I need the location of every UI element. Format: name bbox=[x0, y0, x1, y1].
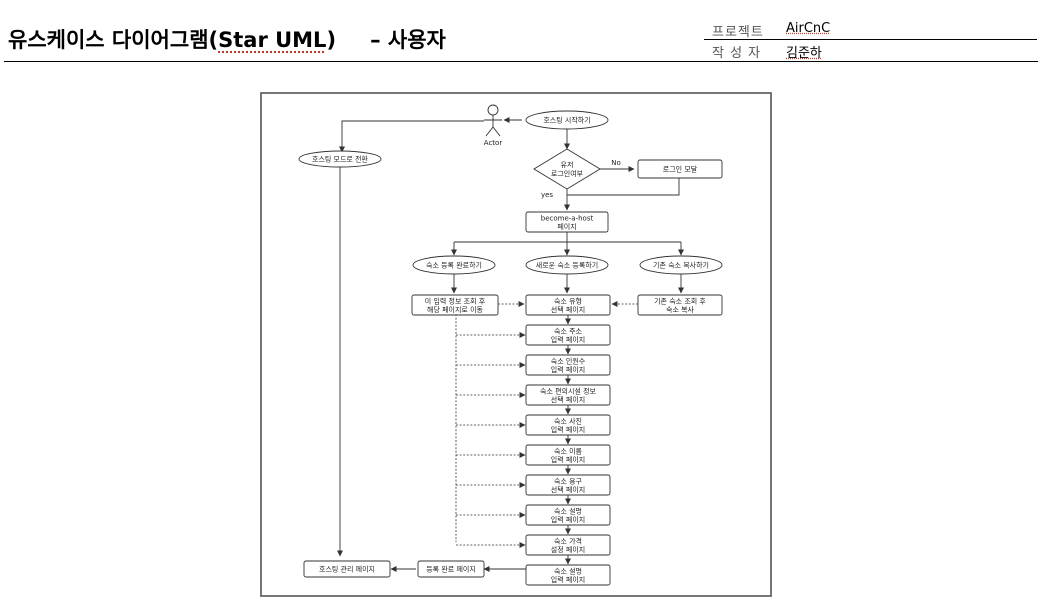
branch-copy-node bbox=[639, 255, 723, 275]
step-7-line1: 숙소 용구 bbox=[554, 478, 583, 486]
hosting-mode-node bbox=[298, 150, 382, 168]
decision-line1: 유저 bbox=[561, 160, 574, 169]
author-row: 작 성 자 김준하 bbox=[704, 39, 1037, 61]
step-3-line1: 숙소 인원수 bbox=[551, 357, 586, 366]
step-8-line2: 입력 페이지 bbox=[551, 515, 585, 524]
step-node-6 bbox=[525, 444, 611, 466]
hosting-manage-node bbox=[303, 560, 391, 578]
step-4-line2: 선택 페이지 bbox=[551, 395, 585, 404]
yes-label: yes bbox=[541, 191, 553, 199]
decision-line2: 로그인여부 bbox=[551, 169, 584, 178]
incomplete-info-node bbox=[411, 294, 499, 316]
become-host-node bbox=[525, 211, 609, 233]
copy-line1: 기존 숙소 조회 후 bbox=[654, 297, 706, 306]
step-1-line1: 숙소 유형 bbox=[554, 298, 582, 306]
actor-label: Actor bbox=[484, 139, 503, 147]
doc-meta: 프로젝트 AirCnC 작 성 자 김준하 bbox=[704, 18, 1037, 61]
title-suffix: – 사용자 bbox=[370, 28, 446, 52]
hosting-start-node bbox=[525, 110, 609, 130]
copy-existing-node bbox=[637, 294, 723, 316]
title-en: Star UML bbox=[218, 28, 327, 52]
step-8-line1: 숙소 설명 bbox=[554, 507, 582, 516]
step-9-line2: 설정 페이지 bbox=[551, 545, 585, 554]
title-part2: ) bbox=[326, 28, 337, 52]
page-title: 유스케이스 다이어그램(Star UML) – 사용자 bbox=[8, 24, 446, 54]
step-node-8 bbox=[525, 504, 611, 526]
step-1-line2: 선택 페이지 bbox=[551, 305, 585, 314]
dashed-step-links bbox=[456, 332, 526, 548]
step-node-5 bbox=[525, 414, 611, 436]
step-7-line2: 선택 페이지 bbox=[551, 485, 585, 494]
branch-new-node bbox=[525, 255, 609, 275]
flow-diagram: Actor 호스팅 시작하기 호스팅 모드로 전환 유저 로그인여부 No ye… bbox=[260, 92, 772, 597]
step-6-line1: 숙소 이름 bbox=[554, 447, 583, 456]
edge-login-return bbox=[567, 178, 680, 196]
title-divider bbox=[4, 61, 1038, 62]
step-5-line2: 입력 페이지 bbox=[551, 425, 585, 434]
step-10-line1: 숙소 설명 bbox=[554, 567, 582, 576]
incomplete-line2: 해당 페이지로 이동 bbox=[427, 305, 484, 314]
registration-done-label: 등록 완료 페이지 bbox=[426, 565, 476, 574]
step-node-10 bbox=[525, 564, 611, 586]
step-3-line2: 입력 페이지 bbox=[551, 365, 585, 374]
login-modal-node bbox=[637, 159, 723, 179]
branch-new-label: 새로운 숙소 등록하기 bbox=[536, 261, 598, 270]
login-decision-node bbox=[533, 148, 601, 190]
step-9-line1: 숙소 가격 bbox=[554, 537, 582, 546]
edge-actor-to-mode bbox=[339, 120, 484, 153]
registration-done-node bbox=[417, 560, 485, 578]
meta-divider bbox=[704, 39, 1037, 40]
step-node-9 bbox=[525, 534, 611, 556]
branch-complete-node bbox=[412, 255, 496, 275]
step-5-line1: 숙소 사진 bbox=[554, 417, 582, 426]
step-node-1 bbox=[525, 294, 611, 316]
hosting-manage-label: 호스팅 관리 페이지 bbox=[319, 565, 375, 574]
step-2-line2: 입력 페이지 bbox=[551, 335, 585, 344]
no-label: No bbox=[611, 159, 621, 167]
author-label: 작 성 자 bbox=[712, 46, 762, 61]
become-host-line2: 페이지 bbox=[557, 222, 576, 231]
step-node-2 bbox=[525, 324, 611, 346]
step-4-line1: 숙소 편의시설 정보 bbox=[540, 387, 597, 396]
copy-line2: 숙소 복사 bbox=[666, 305, 695, 314]
branch-complete-label: 숙소 등록 완료하기 bbox=[426, 261, 482, 270]
project-row: 프로젝트 AirCnC bbox=[704, 18, 1037, 40]
step-node-7 bbox=[525, 474, 611, 496]
become-host-line1: become-a-host bbox=[541, 215, 594, 223]
project-value: AirCnC bbox=[786, 21, 831, 36]
author-value: 김준하 bbox=[786, 46, 822, 61]
step-6-line2: 입력 페이지 bbox=[551, 455, 585, 464]
step-node-3 bbox=[525, 354, 611, 376]
hosting-mode-label: 호스팅 모드로 전환 bbox=[312, 155, 369, 164]
title-part1: 유스케이스 다이어그램( bbox=[8, 28, 219, 52]
incomplete-line1: 미 입력 정보 조회 후 bbox=[425, 297, 486, 306]
actor-figure bbox=[484, 104, 502, 137]
hosting-start-label: 호스팅 시작하기 bbox=[543, 116, 590, 125]
step-10-line2: 입력 페이지 bbox=[551, 575, 585, 584]
step-node-4 bbox=[525, 384, 611, 406]
project-label: 프로젝트 bbox=[712, 25, 764, 40]
login-modal-label: 로그인 모달 bbox=[663, 165, 698, 174]
branch-copy-label: 기존 숙소 복사하기 bbox=[653, 261, 709, 270]
step-2-line1: 숙소 주소 bbox=[554, 328, 583, 336]
